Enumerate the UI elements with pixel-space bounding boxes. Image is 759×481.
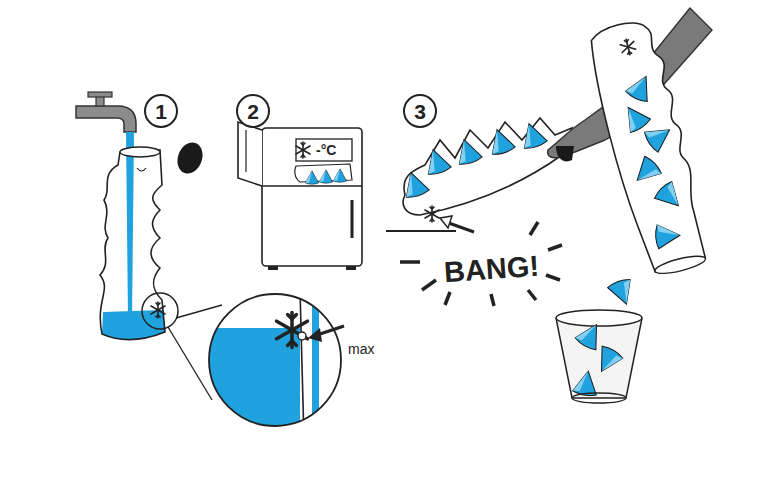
- bang-label: BANG!: [443, 252, 540, 288]
- step-number: 3: [414, 101, 426, 122]
- step-number: 1: [155, 101, 167, 122]
- step-number-circle: 3: [403, 94, 437, 128]
- max-label: max: [348, 342, 374, 356]
- step-number-circle: 1: [144, 94, 178, 128]
- step-number-circle: 2: [236, 94, 270, 128]
- temperature-label: -°C: [316, 143, 336, 157]
- step-number: 2: [247, 101, 259, 122]
